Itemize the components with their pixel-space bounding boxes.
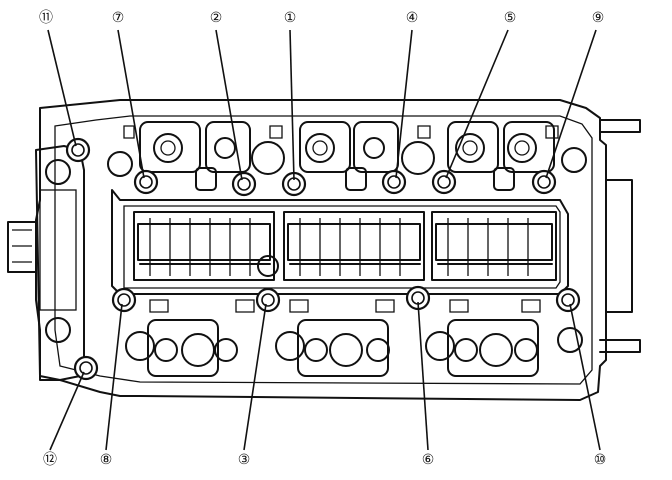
callout-4: ④ [406, 10, 419, 26]
head-bolts [65, 137, 581, 381]
bolt-5 [431, 169, 457, 195]
callout-12: ⑫ [43, 452, 57, 468]
callout-3: ③ [238, 452, 251, 468]
head-outline [35, 99, 607, 401]
left-boss-top [45, 159, 71, 185]
cam-section-2 [283, 211, 425, 281]
callout-9: ⑨ [592, 10, 605, 26]
callout-10: ⑩ [594, 452, 607, 468]
left-stub [7, 221, 37, 273]
callout-5: ⑤ [504, 10, 517, 26]
callout-8: ⑧ [100, 452, 113, 468]
callout-labels: ⑪ ⑦ ② ① ④ ⑤ ⑨ ⑫ ⑧ ③ ⑥ ⑩ [39, 10, 606, 468]
bolt-8 [111, 287, 137, 313]
camshaft-housing [111, 189, 569, 295]
left-stub-ribs [12, 229, 32, 263]
head-inner-outline [54, 115, 593, 385]
callout-7: ⑦ [112, 10, 125, 26]
lower-rocker-row [125, 299, 583, 377]
callout-2: ② [210, 10, 223, 26]
callout-leaders [47, 29, 601, 451]
bolt-4 [381, 169, 407, 195]
bolt-9 [531, 169, 557, 195]
bolt-3 [255, 287, 281, 313]
left-plate-panel [39, 189, 77, 311]
left-end-plate [35, 145, 85, 381]
callout-11: ⑪ [39, 10, 53, 26]
upper-rocker-row [107, 121, 587, 191]
bolt-12 [73, 355, 99, 381]
bolt-7 [133, 169, 159, 195]
callout-6: ⑥ [422, 452, 435, 468]
right-stub-bottom [599, 339, 641, 353]
bolt-2 [231, 171, 257, 197]
right-stub-mid [605, 179, 633, 313]
bolt-11 [65, 137, 91, 163]
callout-1: ① [284, 10, 297, 26]
cam-section-1 [133, 211, 275, 281]
left-boss-bottom [45, 317, 71, 343]
right-stub-top [599, 119, 641, 133]
bolt-10 [555, 287, 581, 313]
cam-section-3 [431, 211, 557, 281]
